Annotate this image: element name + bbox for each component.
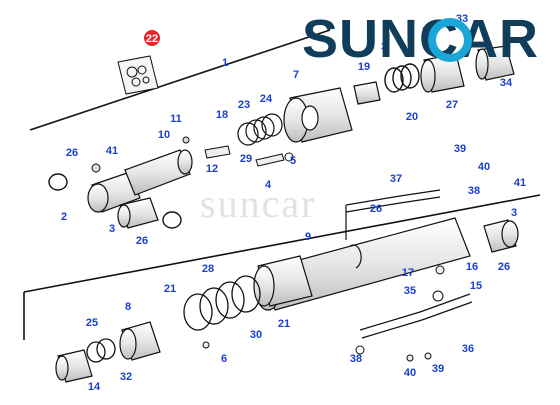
- callout-c41a: 41: [106, 145, 118, 157]
- callout-c16: 16: [466, 261, 478, 273]
- small-fittings: [202, 265, 445, 362]
- piston-ring-set-23-24: [237, 113, 283, 146]
- callout-c1: 1: [222, 57, 228, 69]
- callout-c3a: 3: [381, 41, 387, 53]
- brand-logo-text: SUNCAR: [302, 9, 540, 69]
- callout-c26b: 26: [136, 235, 148, 247]
- callout-c28: 28: [202, 263, 214, 275]
- callout-c21b: 21: [278, 318, 290, 330]
- bushing-part-14: [55, 349, 93, 383]
- callout-c19: 19: [358, 61, 370, 73]
- bolt-parts: [204, 145, 294, 167]
- brand-logo: SUNCAR: [302, 8, 554, 70]
- callout-c29: 29: [240, 153, 252, 165]
- assembly-bracket-line: [23, 29, 541, 340]
- callout-c9: 9: [305, 231, 311, 243]
- callout-c8: 8: [125, 301, 131, 313]
- callout-c26a: 26: [66, 147, 78, 159]
- dust-seal-rings-26: [48, 173, 182, 229]
- callout-c4: 4: [265, 179, 272, 191]
- kit-badge-icon: [144, 30, 160, 46]
- callout-c30: 30: [250, 329, 262, 341]
- bushing-part-3-upper: [117, 197, 159, 229]
- callout-c32: 32: [120, 371, 132, 383]
- seal-kit-box-icon: [117, 55, 159, 95]
- callout-c25: 25: [86, 317, 98, 329]
- callout-c14: 14: [88, 381, 101, 393]
- head-end-eye-part-3: [483, 219, 519, 253]
- callout-c22: 22: [146, 33, 158, 45]
- callout-c26d: 26: [498, 261, 510, 273]
- callout-c17: 17: [402, 267, 414, 279]
- cylinder-head-part-7: [283, 87, 353, 143]
- piston-rod: [124, 149, 193, 196]
- callout-c6: 6: [221, 353, 227, 365]
- callout-c38a: 38: [468, 185, 480, 197]
- callout-c36: 36: [462, 343, 474, 355]
- piston-part-21: [253, 255, 313, 307]
- callout-c5: 5: [290, 155, 296, 167]
- callout-c3c: 3: [511, 207, 517, 219]
- callout-c40b: 40: [404, 367, 416, 379]
- callout-c10: 10: [158, 129, 170, 141]
- callout-c34: 34: [500, 77, 513, 89]
- callout-c41b: 41: [514, 177, 526, 189]
- logo-ring-icon: [428, 18, 472, 62]
- pipe-part-37: [345, 189, 441, 240]
- callout-c40a: 40: [478, 161, 490, 173]
- callout-c27: 27: [446, 99, 458, 111]
- callout-c18: 18: [216, 109, 228, 121]
- callout-c7: 7: [293, 69, 299, 81]
- callout-c39b: 39: [432, 363, 444, 375]
- callout-c37: 37: [390, 173, 402, 185]
- callout-c11: 11: [170, 113, 182, 125]
- hose-part-36: [359, 293, 473, 339]
- callout-c39a: 39: [454, 143, 466, 155]
- guide-bushings: [353, 45, 515, 105]
- piston-ring-set-28-30: [183, 275, 261, 331]
- grease-fitting-41: [91, 136, 190, 173]
- callout-c20: 20: [406, 111, 418, 123]
- callout-c15: 15: [470, 280, 482, 292]
- callout-c21a: 21: [164, 283, 176, 295]
- piston-nut-part-8: [119, 321, 161, 361]
- callout-c23: 23: [238, 99, 250, 111]
- callout-c26c: 26: [370, 203, 382, 215]
- callout-c24: 24: [260, 93, 273, 105]
- callout-c2: 2: [61, 211, 67, 223]
- callout-c38b: 38: [350, 353, 362, 365]
- watermark-text: suncar: [200, 181, 317, 226]
- rings-25-32: [86, 338, 116, 363]
- callout-c35: 35: [404, 285, 416, 297]
- callout-c3b: 3: [109, 223, 115, 235]
- rod-eye-part-2: [87, 171, 141, 213]
- seal-rings-20: [384, 63, 420, 93]
- callout-c12: 12: [206, 163, 218, 175]
